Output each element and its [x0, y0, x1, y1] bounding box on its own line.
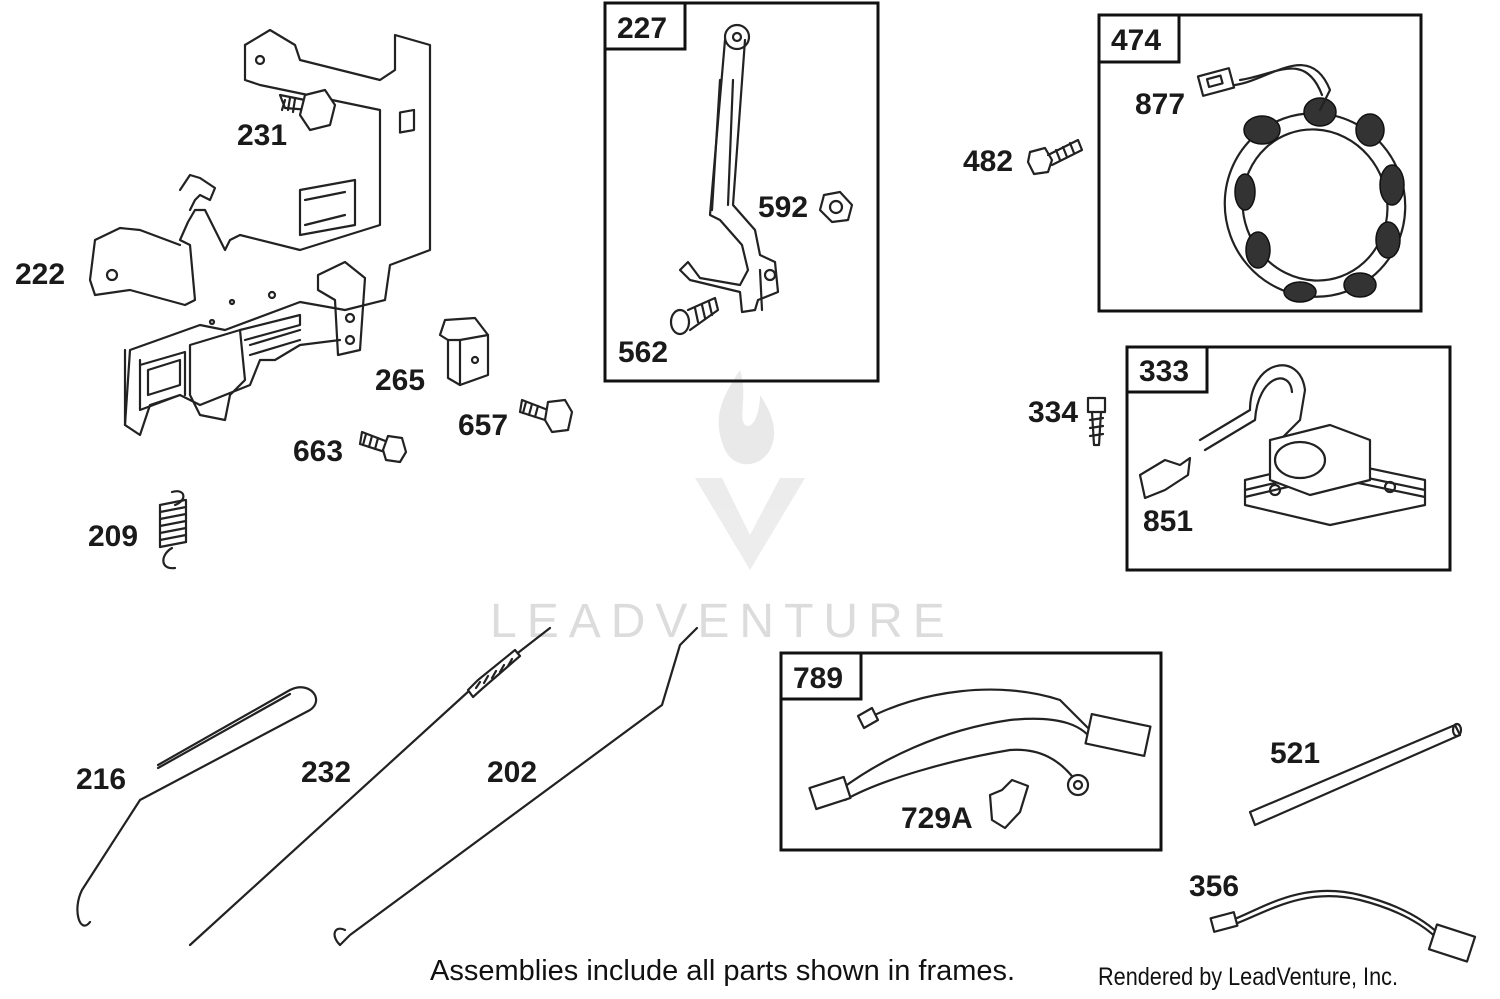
part-592-nut-drawing — [818, 190, 854, 224]
label-231: 231 — [237, 119, 287, 152]
frame-333-tag — [1125, 345, 1209, 394]
part-216-link-rod-drawing — [76, 686, 318, 927]
part-356-wire-drawing — [1209, 889, 1477, 963]
label-657: 657 — [458, 409, 508, 442]
part-663-bolt-drawing — [358, 430, 408, 464]
part-227-lever-drawing — [678, 23, 780, 314]
part-562-screw-drawing — [669, 296, 720, 336]
label-209: 209 — [88, 520, 138, 553]
label-482: 482 — [963, 145, 1013, 178]
watermark-text: LEADVENTURE — [490, 595, 955, 648]
label-729A: 729A — [901, 802, 973, 835]
label-265: 265 — [375, 364, 425, 397]
frame-789-tag — [779, 651, 863, 701]
part-334-screw-drawing — [1086, 396, 1107, 447]
control-bracket-drawing — [88, 28, 432, 437]
frame-474-label: 474 — [1111, 24, 1161, 57]
frame-789 — [779, 651, 1163, 852]
frame-333 — [1125, 345, 1452, 572]
part-657-bolt-drawing — [518, 398, 574, 434]
label-334: 334 — [1028, 396, 1078, 429]
label-877: 877 — [1135, 88, 1185, 121]
part-789-wire-harness-drawing — [808, 688, 1152, 830]
frame-333-label: 333 — [1139, 355, 1189, 388]
frame-227 — [603, 1, 880, 383]
footer-note: Assemblies include all parts shown in fr… — [430, 955, 1015, 987]
label-663: 663 — [293, 435, 343, 468]
label-562: 562 — [618, 336, 668, 369]
part-877-alternator-drawing — [1196, 64, 1407, 303]
watermark-logo-icon — [695, 370, 805, 570]
label-356: 356 — [1189, 870, 1239, 903]
footer-credit: Rendered by LeadVenture, Inc. — [1098, 963, 1398, 991]
label-592: 592 — [758, 191, 808, 224]
part-265-clip-drawing — [438, 316, 490, 387]
frame-789-label: 789 — [793, 662, 843, 695]
part-333-ignition-coil-drawing — [1138, 364, 1427, 527]
part-521-tube-drawing — [1248, 722, 1463, 827]
label-216: 216 — [76, 763, 126, 796]
frame-474-tag — [1097, 13, 1181, 64]
frame-227-label: 227 — [617, 12, 667, 45]
label-521: 521 — [1270, 737, 1320, 770]
label-851: 851 — [1143, 505, 1193, 538]
label-232: 232 — [301, 756, 351, 789]
part-202-link-rod-drawing — [333, 626, 699, 947]
label-202: 202 — [487, 756, 537, 789]
part-231-bolt-drawing — [278, 88, 337, 132]
part-209-spring-drawing — [158, 490, 188, 570]
part-482-bolt-drawing — [1026, 138, 1084, 176]
frame-474 — [1097, 13, 1423, 313]
part-232-cable-drawing — [188, 626, 552, 947]
label-222: 222 — [15, 258, 65, 291]
frame-227-tag — [603, 1, 687, 51]
